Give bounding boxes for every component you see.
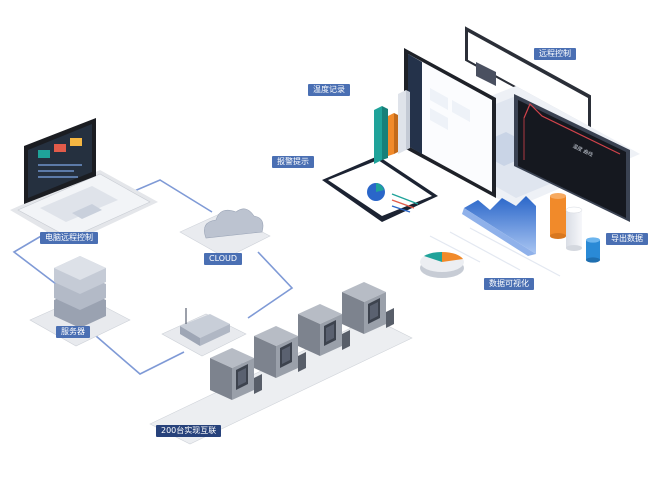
machine-units (210, 282, 394, 400)
link-laptop-cloud (124, 179, 213, 213)
label-alarm-prompt: 报警提示 (272, 156, 314, 168)
link-cloud-router (247, 251, 294, 319)
label-temp-record: 温度记录 (308, 84, 350, 96)
router-illustration (161, 308, 247, 357)
laptop-illustration (10, 118, 158, 244)
machine-unit (342, 282, 394, 334)
machine-unit (298, 304, 350, 356)
label-interconnect: 200台实现互联 (156, 425, 222, 437)
link-laptop-server (12, 231, 57, 285)
machine-unit (210, 348, 262, 400)
label-remote-control: 远程控制 (534, 48, 576, 60)
machine-unit (254, 326, 306, 378)
label-pc-remote: 电脑远程控制 (40, 232, 98, 244)
server-illustration (29, 256, 131, 347)
label-data-visual: 数据可视化 (484, 278, 534, 290)
label-cloud: CLOUD (204, 253, 243, 265)
cloud-illustration (179, 208, 271, 259)
dashboard-cluster (322, 26, 640, 278)
label-server: 服务器 (56, 326, 90, 338)
link-server-router (95, 335, 185, 375)
label-export-data: 导出数据 (606, 233, 648, 245)
